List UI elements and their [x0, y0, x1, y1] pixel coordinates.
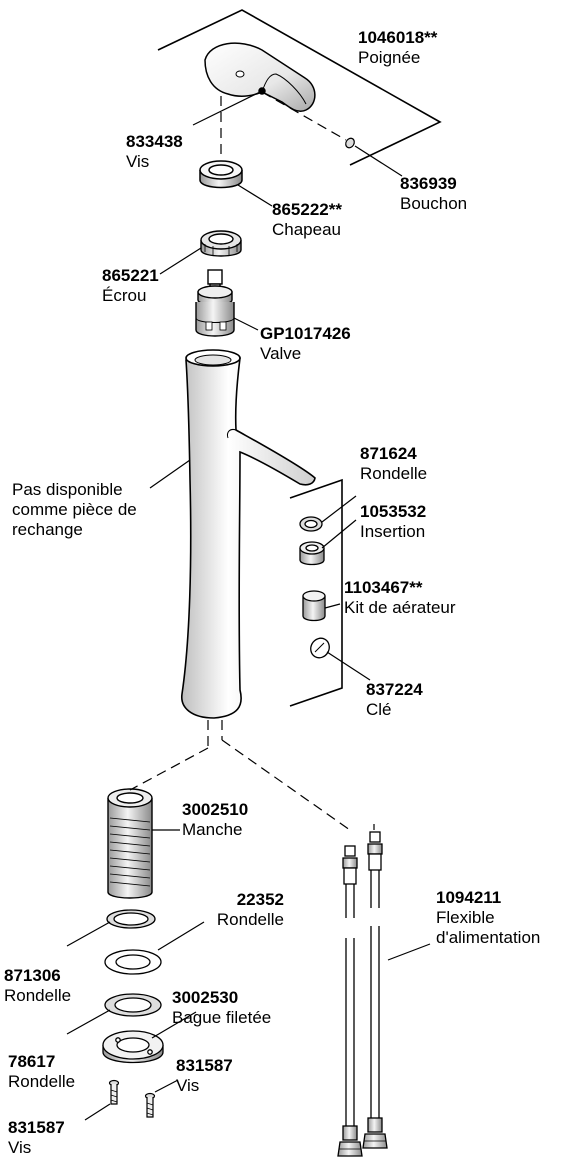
part-name: Rondelle [8, 1072, 76, 1091]
label-vis-831587-right: 831587 Vis [176, 1056, 233, 1096]
part-number: 871306 [4, 966, 61, 985]
manche-shank [107, 788, 153, 899]
spout-note-line-1: Pas disponible [12, 480, 123, 499]
rondelle-871306-washer [106, 909, 156, 929]
part-number: 871624 [360, 444, 417, 463]
label-kit-aerateur: 1103467** Kit de aérateur [344, 578, 456, 618]
vis-screw-left [108, 1079, 120, 1105]
part-number: GP1017426 [260, 324, 351, 343]
part-number: 22352 [236, 890, 284, 909]
label-rondelle-22352: 22352 Rondelle [196, 890, 284, 930]
label-cle: 837224 Clé [366, 680, 423, 720]
assembly-dashed-lines [129, 91, 375, 831]
chapeau-cap [199, 160, 243, 189]
spout-body [181, 349, 316, 719]
part-name: Vis [126, 152, 150, 171]
label-chapeau: 865222** Chapeau [272, 200, 342, 240]
part-number: 837224 [366, 680, 423, 699]
part-name: Kit de aérateur [344, 598, 456, 617]
part-name: Vis [8, 1138, 32, 1157]
part-number: 833438 [126, 132, 183, 151]
part-name: Insertion [360, 522, 426, 541]
part-number: 865221 [102, 266, 159, 285]
part-number: 1094211 [436, 888, 502, 907]
label-valve: GP1017426 Valve [260, 324, 351, 364]
part-number: 831587 [176, 1056, 233, 1075]
label-manche: 3002510 Manche [182, 800, 248, 840]
label-vis-833438: 833438 Vis [126, 132, 183, 172]
part-number: 836939 [400, 174, 457, 193]
part-name: Clé [366, 700, 392, 719]
part-name: Écrou [102, 286, 147, 305]
label-bague-filetee: 3002530 Bague filetée [172, 988, 271, 1028]
spout-note: Pas disponible comme pièce de rechange [12, 480, 137, 540]
part-name: Bague filetée [172, 1008, 272, 1027]
label-vis-831587-left: 831587 Vis [8, 1118, 65, 1158]
part-number: 78617 [8, 1052, 56, 1071]
part-number: 865222** [272, 200, 342, 219]
label-insertion: 1053532 Insertion [360, 502, 426, 542]
supply-hose-left [337, 845, 363, 1157]
part-name: Bouchon [400, 194, 468, 213]
rondelle-22352-washer [104, 949, 162, 975]
label-ecrou: 865221 Écrou [102, 266, 159, 306]
spout-note-line-3: rechange [12, 520, 83, 539]
cle-key-part [310, 637, 330, 659]
rondelle-78617-washer [104, 993, 162, 1017]
bouchon-plug [345, 137, 355, 149]
handle-plane-frame [157, 9, 442, 166]
part-number: 1103467** [344, 578, 423, 597]
part-name: Valve [260, 344, 302, 363]
rondelle-871624-washer [299, 516, 323, 532]
part-name: Rondelle [216, 910, 284, 929]
bague-filetee-ring [102, 1030, 164, 1064]
insertion-part [299, 541, 325, 566]
aerator-kit-part [302, 590, 326, 622]
part-number: 1053532 [360, 502, 427, 521]
supply-hose-right [362, 831, 388, 1149]
part-number: 3002530 [172, 988, 239, 1007]
part-number: 3002510 [182, 800, 249, 819]
label-flexible: 1094211 Flexible d'alimentation [436, 888, 566, 948]
part-name: Rondelle [360, 464, 428, 483]
leader-lines [66, 91, 431, 1121]
part-name: Manche [182, 820, 243, 839]
part-name: Chapeau [272, 220, 342, 239]
part-name: Poignée [358, 48, 421, 67]
vis-screw-right [144, 1092, 156, 1118]
label-rondelle-871306: 871306 Rondelle [4, 966, 71, 1006]
label-bouchon: 836939 Bouchon [400, 174, 467, 214]
label-rondelle-871624: 871624 Rondelle [360, 444, 427, 484]
valve-cartridge [195, 269, 235, 337]
part-name: Vis [176, 1076, 200, 1095]
handle-poignee [204, 42, 316, 113]
part-number: 831587 [8, 1118, 65, 1137]
part-number: 1046018** [358, 28, 438, 47]
part-name: Rondelle [4, 986, 72, 1005]
part-name: Flexible d'alimentation [436, 908, 541, 947]
ecrou-nut [200, 230, 242, 257]
label-poignee: 1046018** Poignée [358, 28, 437, 68]
spout-note-line-2: comme pièce de [12, 500, 137, 519]
label-rondelle-78617: 78617 Rondelle [8, 1052, 75, 1092]
aerator-plane-frame [289, 478, 343, 707]
